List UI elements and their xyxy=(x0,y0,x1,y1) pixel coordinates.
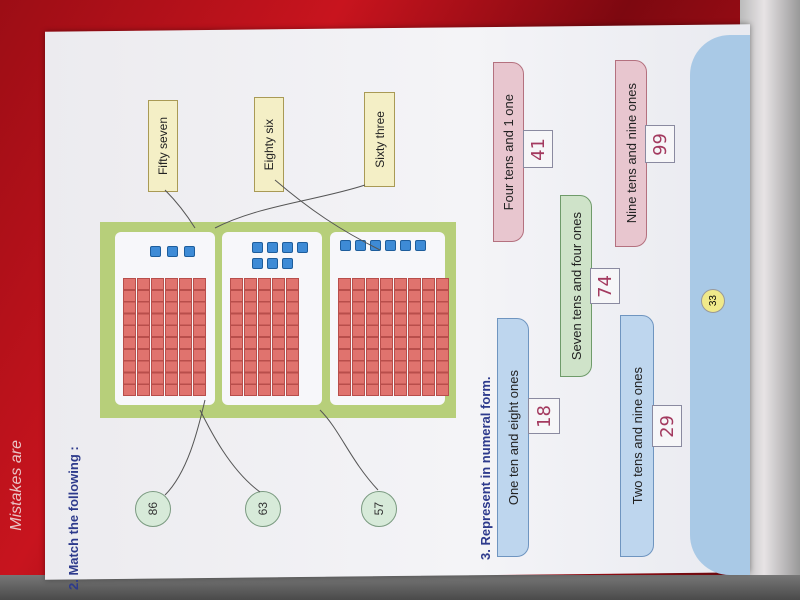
match-line xyxy=(214,184,366,229)
one-cube xyxy=(340,240,351,251)
number-circle-63[interactable]: 63 xyxy=(245,491,281,527)
answer-text: 29 xyxy=(656,414,678,438)
blocks-panel-1[interactable] xyxy=(115,232,215,405)
ten-rod xyxy=(258,278,271,396)
page-number: 33 xyxy=(701,289,725,313)
match-line xyxy=(164,399,206,496)
prompt-seven-tens: Seven tens and four ones xyxy=(560,195,592,377)
prompt-text: One ten and eight ones xyxy=(505,369,521,506)
cloth-right xyxy=(740,0,800,600)
ten-rod xyxy=(380,278,393,396)
word-label-eighty-six[interactable]: Eighty six xyxy=(254,97,284,192)
blocks-panel-2[interactable] xyxy=(222,232,322,405)
ten-rod xyxy=(244,278,257,396)
answer-box-18[interactable]: 18 xyxy=(528,398,560,434)
prompt-text: Two tens and nine ones xyxy=(629,367,645,505)
one-cube xyxy=(150,246,161,257)
prompt-two-tens: Two tens and nine ones xyxy=(620,315,654,557)
one-cube xyxy=(282,258,293,269)
answer-text: 74 xyxy=(594,274,616,298)
one-cube xyxy=(355,240,366,251)
prompt-text: Seven tens and four ones xyxy=(568,211,584,361)
one-cube xyxy=(252,258,263,269)
blocks-panel-3[interactable] xyxy=(330,232,449,405)
prompt-four-tens: Four tens and 1 one xyxy=(493,62,524,242)
number-circle-57[interactable]: 57 xyxy=(361,491,397,527)
one-cube xyxy=(184,246,195,257)
blocks-frame xyxy=(100,222,456,418)
number-circle-86[interactable]: 86 xyxy=(135,491,171,527)
prompt-text: Nine tens and nine ones xyxy=(623,83,639,224)
ten-rod xyxy=(366,278,379,396)
ten-rod xyxy=(436,278,449,396)
ten-rod xyxy=(272,278,285,396)
match-line xyxy=(164,189,196,229)
ten-rod xyxy=(179,278,192,396)
answer-box-29[interactable]: 29 xyxy=(652,405,682,447)
word-label-fifty-seven[interactable]: Fifty seven xyxy=(148,100,178,192)
table-edge xyxy=(0,575,800,600)
ten-rod xyxy=(123,278,136,396)
ten-rod xyxy=(137,278,150,396)
ten-rod xyxy=(151,278,164,396)
match-line xyxy=(274,179,381,251)
one-cube xyxy=(267,258,278,269)
one-cube xyxy=(385,240,396,251)
match-line xyxy=(319,409,379,491)
ten-rod xyxy=(422,278,435,396)
one-cube xyxy=(267,242,278,253)
one-cube xyxy=(167,246,178,257)
one-cube xyxy=(400,240,411,251)
page-number-text: 33 xyxy=(707,295,719,307)
section-3-heading: 3. Represent in numeral form. xyxy=(478,376,493,561)
match-line xyxy=(199,409,261,493)
ten-rod xyxy=(193,278,206,396)
answer-box-41[interactable]: 41 xyxy=(523,130,553,168)
ten-rod xyxy=(230,278,243,396)
answer-text: 41 xyxy=(527,137,549,161)
answer-box-99[interactable]: 99 xyxy=(645,125,675,163)
prompt-one-ten: One ten and eight ones xyxy=(497,318,529,557)
prompt-nine-tens: Nine tens and nine ones xyxy=(615,60,647,247)
answer-text: 18 xyxy=(533,404,555,428)
ten-rod xyxy=(394,278,407,396)
one-cube xyxy=(297,242,308,253)
ten-rod xyxy=(286,278,299,396)
ten-rod xyxy=(338,278,351,396)
answer-text: 99 xyxy=(649,132,671,156)
one-cube xyxy=(282,242,293,253)
word-label-sixty-three[interactable]: Sixty three xyxy=(364,92,395,187)
prompt-text: Four tens and 1 one xyxy=(501,93,516,211)
ten-rod xyxy=(352,278,365,396)
one-cube xyxy=(415,240,426,251)
answer-box-74[interactable]: 74 xyxy=(590,268,620,304)
ten-rod xyxy=(165,278,178,396)
one-cube xyxy=(252,242,263,253)
ten-rod xyxy=(408,278,421,396)
